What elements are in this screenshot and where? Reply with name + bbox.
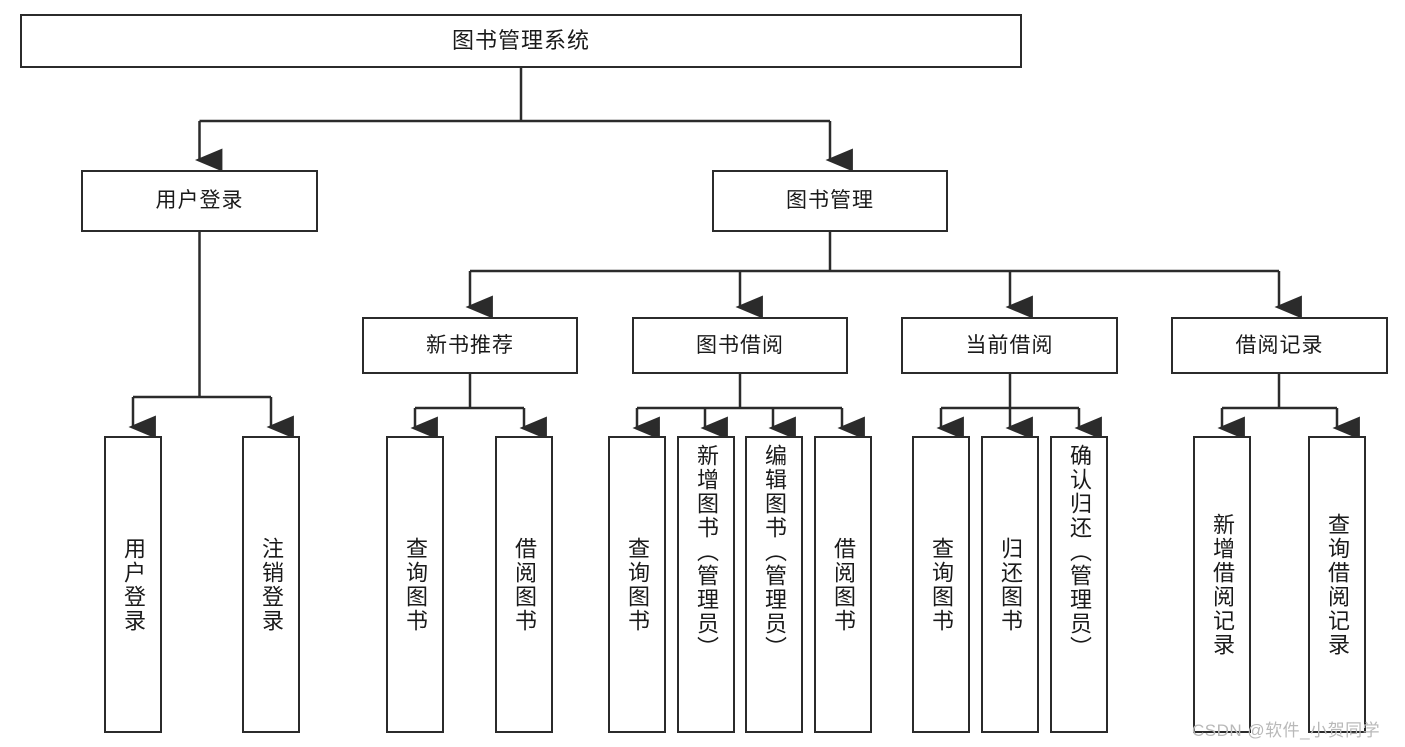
node-label: 图书管理系统 bbox=[451, 27, 590, 53]
node-label: 新书推荐 bbox=[426, 333, 514, 357]
watermark-text: CSDN @软件_小贺同学 bbox=[1192, 721, 1381, 740]
leaf-book-borrow-query[interactable]: 查询图书 bbox=[608, 436, 666, 733]
node-label: 借阅图书 bbox=[511, 536, 537, 633]
node-book-management[interactable]: 图书管理 bbox=[712, 170, 948, 232]
node-root-system[interactable]: 图书管理系统 bbox=[20, 14, 1022, 68]
node-user-login[interactable]: 用户登录 bbox=[81, 170, 318, 232]
node-label: 用户登录 bbox=[120, 536, 146, 633]
node-current-borrow[interactable]: 当前借阅 bbox=[901, 317, 1118, 374]
node-label: 用户登录 bbox=[155, 189, 244, 213]
node-label: 借阅图书 bbox=[830, 536, 856, 633]
leaf-current-borrow-confirm-return[interactable]: 确认归还（管理员） bbox=[1050, 436, 1108, 733]
leaf-book-borrow-add[interactable]: 新增图书（管理员） bbox=[677, 436, 735, 733]
node-label: 注销登录 bbox=[258, 536, 284, 633]
node-label: 查询借阅记录 bbox=[1324, 512, 1350, 657]
node-label: 查询图书 bbox=[624, 536, 650, 633]
leaf-borrow-record-add[interactable]: 新增借阅记录 bbox=[1193, 436, 1251, 733]
node-label: 归还图书 bbox=[997, 536, 1023, 633]
leaf-current-borrow-query[interactable]: 查询图书 bbox=[912, 436, 970, 733]
node-label: 查询图书 bbox=[928, 536, 954, 633]
node-borrow-record[interactable]: 借阅记录 bbox=[1171, 317, 1388, 374]
node-book-borrow[interactable]: 图书借阅 bbox=[632, 317, 848, 374]
leaf-book-borrow-edit[interactable]: 编辑图书（管理员） bbox=[745, 436, 803, 733]
node-new-book-recommend[interactable]: 新书推荐 bbox=[362, 317, 578, 374]
node-label: 新增图书（管理员） bbox=[693, 444, 719, 660]
leaf-new-book-query[interactable]: 查询图书 bbox=[386, 436, 444, 733]
node-label: 编辑图书（管理员） bbox=[761, 444, 787, 660]
leaf-new-book-borrow[interactable]: 借阅图书 bbox=[495, 436, 553, 733]
node-label: 确认归还（管理员） bbox=[1066, 444, 1092, 660]
node-label: 借阅记录 bbox=[1235, 333, 1324, 357]
node-label: 查询图书 bbox=[402, 536, 428, 633]
leaf-book-borrow-borrow[interactable]: 借阅图书 bbox=[814, 436, 872, 733]
leaf-current-borrow-return[interactable]: 归还图书 bbox=[981, 436, 1039, 733]
node-label: 新增借阅记录 bbox=[1209, 512, 1235, 657]
node-label: 图书管理 bbox=[786, 189, 874, 213]
node-label: 当前借阅 bbox=[965, 333, 1054, 357]
leaf-user-login-logout[interactable]: 注销登录 bbox=[242, 436, 300, 733]
node-label: 图书借阅 bbox=[696, 333, 784, 357]
leaf-borrow-record-query[interactable]: 查询借阅记录 bbox=[1308, 436, 1366, 733]
leaf-user-login-login[interactable]: 用户登录 bbox=[104, 436, 162, 733]
